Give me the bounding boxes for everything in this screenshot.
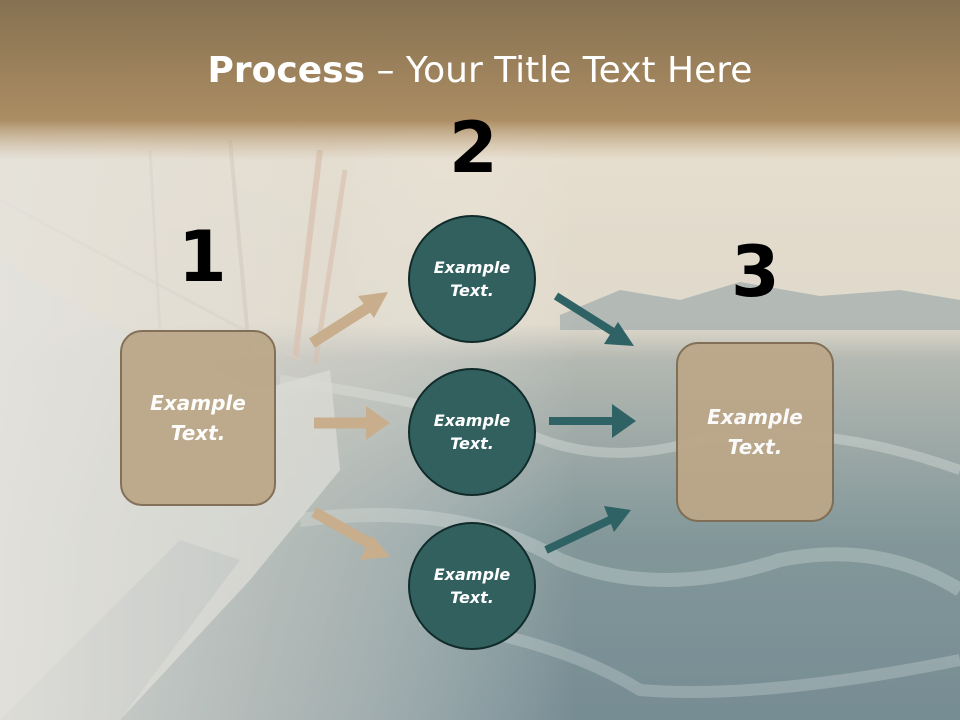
circle-bottom-line2: Text. (450, 588, 494, 607)
step2-circle-middle: Example Text. (408, 368, 536, 496)
arrow-circle3-to-box3 (544, 506, 631, 554)
step2-circle-top: Example Text. (408, 215, 536, 343)
step-number-3: 3 (731, 231, 780, 313)
circle-middle-line2: Text. (450, 434, 494, 453)
title-rest: – Your Title Text Here (365, 50, 753, 91)
circle-top-line1: Example (433, 258, 511, 277)
step2-circle-bottom: Example Text. (408, 522, 536, 650)
title-bold: Process (207, 50, 366, 91)
step3-box-line1: Example (707, 405, 803, 429)
step1-box: Example Text. (120, 330, 276, 506)
arrow-box1-to-circle3 (311, 507, 390, 560)
step-number-1: 1 (178, 216, 227, 298)
step-number-2: 2 (449, 107, 498, 189)
circle-top-line2: Text. (450, 281, 494, 300)
circle-middle-line1: Example (433, 411, 511, 430)
circle-bottom-line1: Example (433, 565, 511, 584)
arrow-circle1-to-box3 (553, 292, 634, 346)
arrow-circle2-to-box3 (549, 404, 636, 438)
step1-box-line1: Example (150, 391, 246, 415)
arrow-box1-to-circle1 (309, 292, 388, 348)
step3-box: Example Text. (676, 342, 834, 522)
step1-box-line2: Text. (170, 421, 226, 445)
step3-box-line2: Text. (727, 435, 783, 459)
arrow-box1-to-circle2 (314, 406, 390, 440)
slide-title: Process – Your Title Text Here (0, 50, 960, 91)
